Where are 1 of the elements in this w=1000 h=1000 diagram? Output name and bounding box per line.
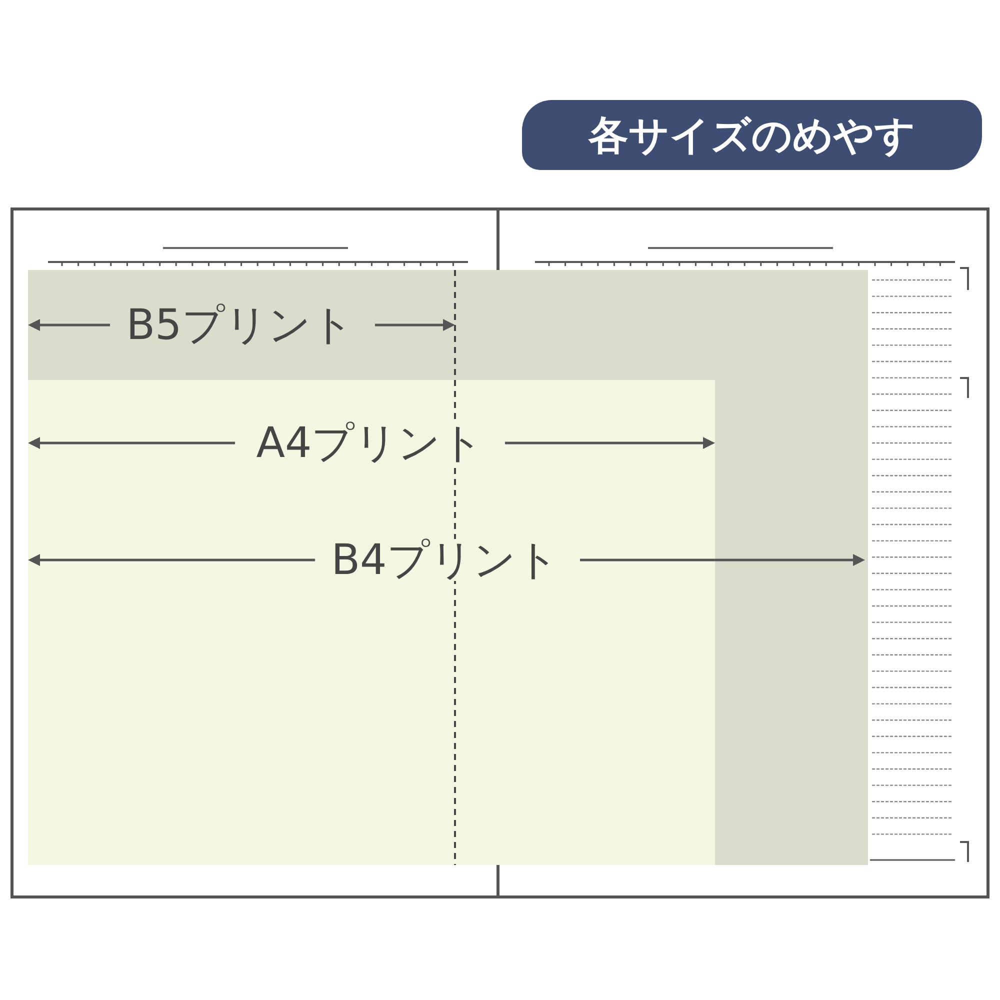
title-banner: 各サイズのめやす [522,100,982,170]
